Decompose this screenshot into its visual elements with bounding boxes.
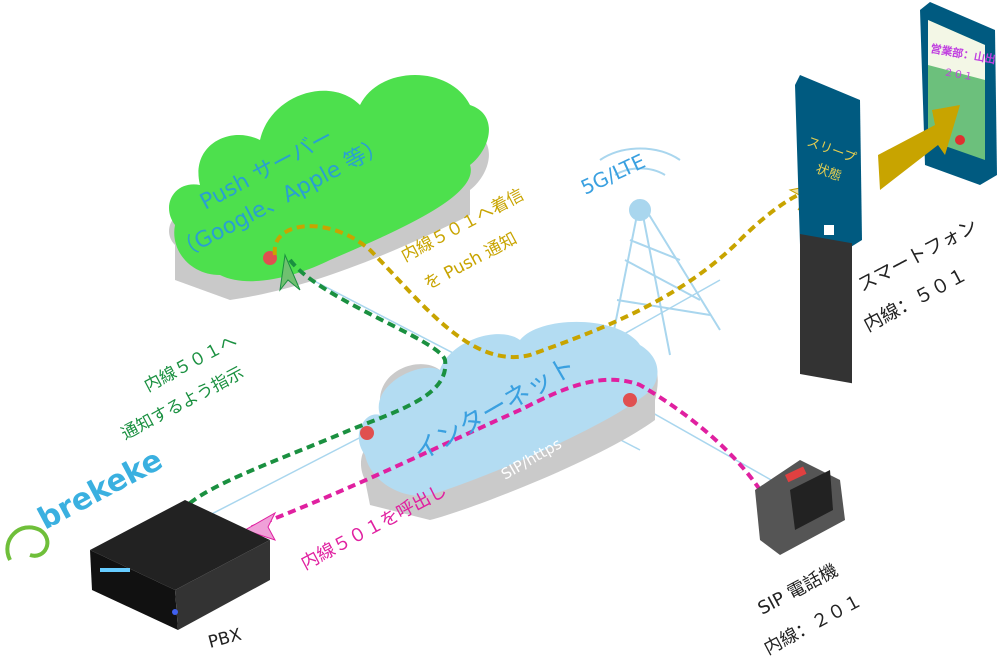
sip-phone-icon (755, 460, 845, 555)
caller-ext: ２０１ (942, 67, 973, 83)
cell-tower-icon (599, 147, 721, 356)
smartphone-ringing-icon: 営業部：山出 ２０１ (920, 2, 997, 185)
pbx-server-icon (90, 500, 270, 630)
transition-arrow-icon (878, 105, 960, 190)
arrow-head-icon (279, 253, 301, 292)
pbx-label: PBX (206, 625, 244, 653)
smartphone-sleep-icon (795, 75, 862, 384)
connection-port-icon (623, 393, 637, 407)
internet-cloud (358, 321, 658, 520)
call-path (249, 377, 762, 530)
push-notify-path (272, 188, 816, 359)
arrow-head-icon (243, 511, 277, 541)
connection-port-icon (360, 426, 374, 440)
network-label: 5G/LTE (577, 149, 649, 200)
